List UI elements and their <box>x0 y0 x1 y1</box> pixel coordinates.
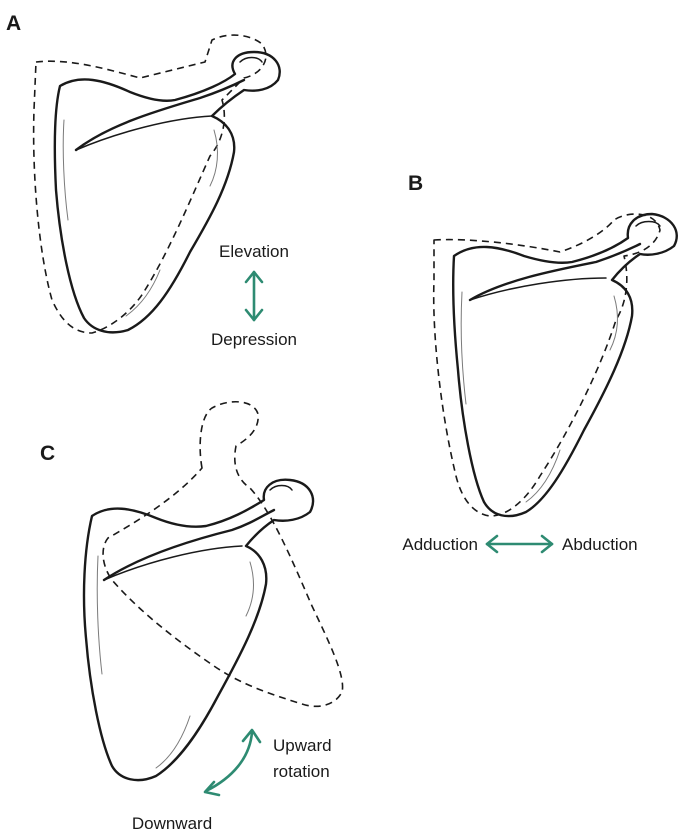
upward-rotation-label-line2: rotation <box>273 762 330 781</box>
panel-a-letter: A <box>6 12 21 35</box>
panel-b-scapular-spine <box>470 244 640 300</box>
panel-c-acromion <box>270 486 292 491</box>
downward-rotation-label-line1: Downward <box>132 814 212 833</box>
panel-c-scapular-spine-lower <box>104 546 242 580</box>
panel-c-rotated-scapula-outline <box>103 402 343 707</box>
upward-rotation-label-line1: Upward <box>273 736 332 755</box>
panel-a-elevated-scapula-outline <box>34 35 266 333</box>
panel-b-letter: B <box>408 172 423 195</box>
panel-b-acromion <box>636 222 660 227</box>
panel-c-contour-line <box>156 716 190 768</box>
adduction-label: Adduction <box>402 535 478 554</box>
panel-a-scapula-outline <box>55 52 280 332</box>
panel-c: C Upward rotation Downward <box>40 402 343 833</box>
depression-label: Depression <box>211 330 297 349</box>
panel-a-contour-line <box>210 130 217 186</box>
panel-a-scapular-spine-lower <box>76 116 212 150</box>
panel-a-acromion <box>240 58 262 63</box>
panel-b-contour-line <box>461 292 466 404</box>
elevation-depression-arrow <box>246 272 262 320</box>
panel-b-contour-line <box>610 296 617 350</box>
panel-b: B Adduction Abduction <box>402 172 676 554</box>
panel-a: A Elevation Depression <box>6 12 297 349</box>
panel-b-scapula-outline <box>453 214 677 516</box>
abduction-label: Abduction <box>562 535 638 554</box>
rotation-arrow <box>205 730 260 795</box>
elevation-label: Elevation <box>219 242 289 261</box>
panel-c-letter: C <box>40 442 55 465</box>
panel-b-abducted-scapula-outline <box>434 214 660 516</box>
panel-c-contour-line <box>97 556 102 674</box>
adduction-abduction-arrow <box>487 536 552 552</box>
panel-a-contour-line <box>63 120 68 220</box>
panel-c-contour-line <box>246 562 253 616</box>
panel-b-contour-line <box>526 450 560 502</box>
